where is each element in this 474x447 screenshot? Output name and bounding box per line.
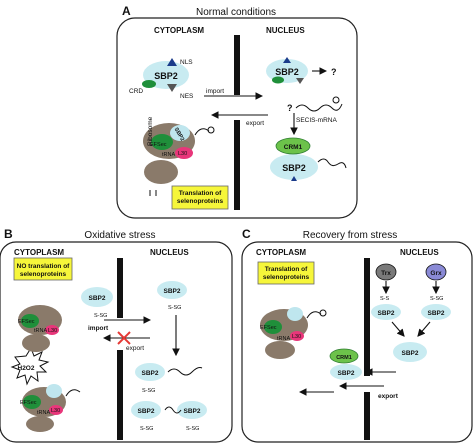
secis-mrna-label: SECIS-mRNA (296, 117, 337, 124)
panel-b-sbp2-cluster-3: SBP2 (184, 408, 201, 415)
l30-blob (175, 147, 193, 159)
panel-b-blocked-export-icon (117, 331, 131, 345)
panel-b-trna-label-1: tRNA (34, 328, 47, 334)
panel-a-nucleus-label: NUCLEUS (266, 26, 305, 35)
panel-b-efsec-label-1: EFSec (18, 319, 35, 325)
panel-b-sbp2-cytoplasm: SBP2 S-SG (81, 287, 113, 319)
panel-a-nuclear-membrane-bottom (234, 120, 240, 210)
panel-b: B Oxidative stress CYTOPLASM NUCLEUS NO … (0, 227, 233, 443)
panel-a-trna-label: tRNA (162, 152, 175, 158)
panel-c-merge-arrow-right (417, 321, 431, 337)
panel-b-letter: B (4, 227, 13, 241)
panel-a-cytoplasm-label: CYTOPLASM (154, 26, 204, 35)
panel-c-sbp2-grx: SBP2 (428, 310, 445, 317)
panel-b-sbp2-nucleus: SBP2 S-SG (157, 281, 187, 311)
panel-c-trx-label: Trx (381, 270, 391, 277)
ribosome-label: Ribosome (147, 116, 154, 146)
panel-b-sbp2-cluster: SBP2 S-SG SBP2 S-SG SBP2 S-SG (131, 363, 207, 432)
panel-a-sbp2-label: SBP2 (154, 71, 178, 81)
panel-b-sbp2-cluster-1: SBP2 (142, 370, 159, 377)
panel-b-title: Oxidative stress (84, 230, 155, 241)
nes-triangle-icon (167, 84, 177, 92)
panel-c-sbp2-trx: SBP2 (378, 310, 395, 317)
panel-a-question-1: ? (331, 67, 337, 77)
panel-b-cytoplasm-label: CYTOPLASM (14, 248, 64, 257)
crd-label: CRD (129, 88, 143, 95)
panel-b-import-label: import (88, 325, 109, 332)
panel-a-sbp2-nucleus-label: SBP2 (275, 67, 299, 77)
panel-c-crm1-label: CRM1 (336, 355, 352, 361)
panel-b-ssg-cluster-3: S-SG (186, 426, 199, 432)
panel-c-letter: C (242, 227, 251, 241)
panel-a-translation-box (171, 185, 229, 210)
panel-b-l30-label-2: L30 (51, 408, 60, 414)
panel-b-nuclear-membrane-top (117, 258, 123, 318)
panel-a-title: Normal conditions (196, 7, 276, 18)
panel-a-l30-label: L30 (178, 151, 187, 157)
panel-c-sbp2-reduced: SBP2 (402, 350, 419, 357)
panel-b-sbp2-label: SBP2 (89, 295, 106, 302)
panel-c: C Recovery from stress CYTOPLASM NUCLEUS… (241, 227, 473, 443)
panel-a-sbp2-cytoplasm: SBP2 (142, 58, 189, 92)
trx-icon (375, 263, 397, 281)
panel-c-nuclear-membrane-bottom (364, 392, 370, 440)
panel-a-crm1-complex: CRM1 SBP2 (270, 137, 347, 181)
nes-label: NES (180, 93, 194, 100)
panel-c-crm1-sbp2-label: SBP2 (338, 370, 355, 377)
panel-b-sbp2-cluster-2: SBP2 (138, 408, 155, 415)
panel-b-ssg-cluster-1: S-SG (142, 388, 155, 394)
panel-a-export-label: export (246, 120, 264, 127)
panel-b-trna-label-2: tRNA (37, 410, 50, 416)
panel-c-title: Recovery from stress (303, 230, 397, 241)
panel-b-ssg-cluster-2: S-SG (140, 426, 153, 432)
panel-b-nuclear-membrane-bottom (117, 350, 123, 440)
panel-b-ssg-label: S-SG (94, 313, 107, 319)
panel-b-ribosome-bottom: EFSec tRNA L30 (20, 384, 81, 432)
panel-a-question-2: ? (287, 103, 293, 113)
panel-c-ribosome: EFSec tRNA L30 (260, 307, 327, 359)
panel-c-nuclear-membrane-top (364, 258, 370, 376)
panel-b-sbp2-nucleus-label: SBP2 (164, 288, 181, 295)
panel-c-grx-label: Grx (430, 270, 442, 277)
panel-a-efsec-label: EFSec (150, 142, 167, 148)
nls-label: NLS (180, 59, 193, 66)
panel-c-merge-arrow-left (391, 321, 405, 337)
panel-c-ss-label: S-S (380, 296, 390, 302)
panel-a-crm1-sbp2-label: SBP2 (282, 163, 306, 173)
panel-c-efsec-label: EFSec (260, 325, 277, 331)
panel-b-nucleus-label: NUCLEUS (150, 248, 189, 257)
panel-b-efsec-label-2: EFSec (20, 400, 37, 406)
panel-c-translation-box (257, 261, 315, 285)
grx-icon (425, 263, 447, 281)
panel-a-nuclear-membrane-top (234, 35, 240, 95)
panel-c-l30-label: L30 (292, 334, 301, 340)
panel-c-cytoplasm-label: CYTOPLASM (256, 248, 306, 257)
panel-a: A Normal conditions CYTOPLASM NUCLEUS SB… (116, 4, 358, 219)
panel-c-export-label: export (378, 393, 399, 400)
panel-a-import-label: import (206, 88, 224, 95)
panel-c-nucleus-label: NUCLEUS (400, 248, 439, 257)
panel-b-no-translation-box (13, 257, 73, 281)
h2o2-burst-icon (10, 346, 50, 386)
panel-c-ssg-label: S-SG (430, 296, 443, 302)
panel-b-h2o2-label: H2O2 (18, 365, 35, 372)
panel-b-export-label: export (126, 345, 144, 352)
panel-a-letter: A (122, 4, 131, 18)
nls-triangle-icon (167, 58, 177, 66)
efsec-blob (151, 134, 173, 150)
panel-b-ribosome-top: EFSec tRNA L30 (18, 305, 62, 352)
panel-a-sbp2-nucleus: SBP2 (266, 57, 308, 84)
panel-a-ribosome: SBP2 EFSec tRNA L30 (143, 123, 215, 196)
panel-a-crm1-label: CRM1 (284, 144, 303, 151)
panel-b-ssg-nucleus-label: S-SG (168, 305, 181, 311)
panel-c-trna-label: tRNA (277, 336, 290, 342)
panel-b-l30-label-1: L30 (48, 328, 57, 334)
secis-mrna-icon (295, 103, 343, 112)
